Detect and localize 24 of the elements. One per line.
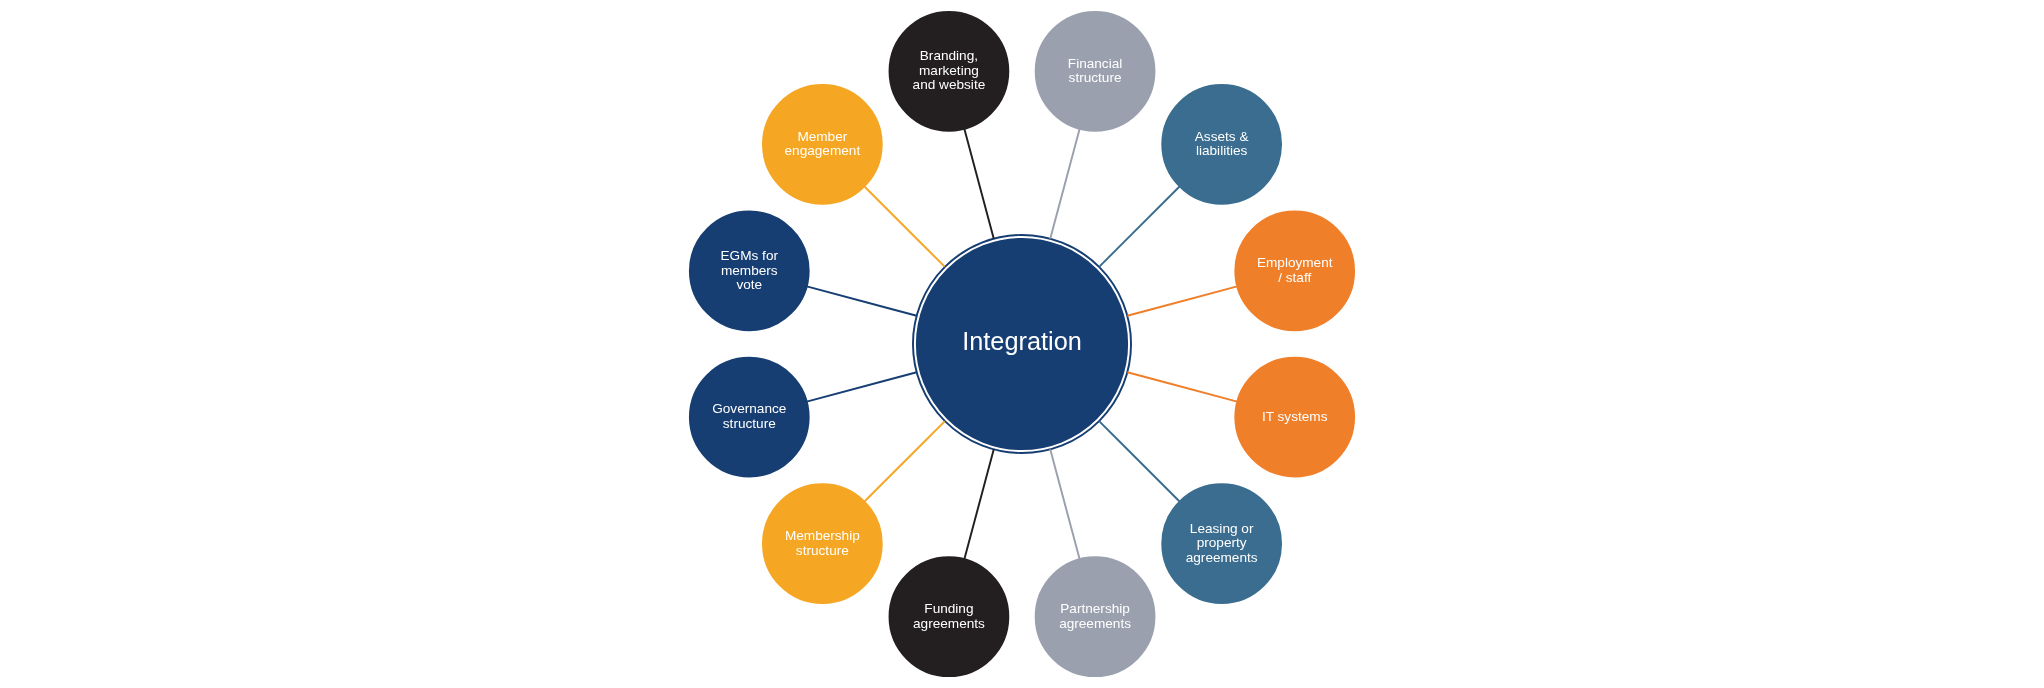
connector [805, 285, 918, 317]
node-circle: Funding agreements [888, 556, 1010, 678]
node-circle: IT systems [1234, 356, 1356, 478]
node-circle: Partnership agreements [1034, 556, 1156, 678]
node-circle: Membership structure [762, 483, 883, 604]
connector [1126, 285, 1239, 317]
node-circle: Leasing or property agreements [1161, 483, 1282, 604]
node-circle: Financial structure [1034, 10, 1156, 132]
connector [963, 127, 995, 240]
connector [1126, 371, 1239, 403]
node-circle: Assets & liabilities [1161, 84, 1282, 205]
connector [1049, 127, 1081, 240]
connector [1098, 420, 1181, 503]
connector [863, 185, 946, 268]
node-circle: Employment / staff [1234, 210, 1356, 332]
node-circle: Member engagement [762, 84, 883, 205]
connector [963, 448, 995, 561]
node-circle: EGMs for members vote [688, 210, 810, 332]
connector [805, 371, 918, 403]
connector [863, 420, 946, 503]
connector [1049, 448, 1081, 561]
node-circle: Branding, marketing and website [888, 10, 1010, 132]
node-circle: Governance structure [688, 356, 810, 478]
connector [1098, 185, 1181, 268]
